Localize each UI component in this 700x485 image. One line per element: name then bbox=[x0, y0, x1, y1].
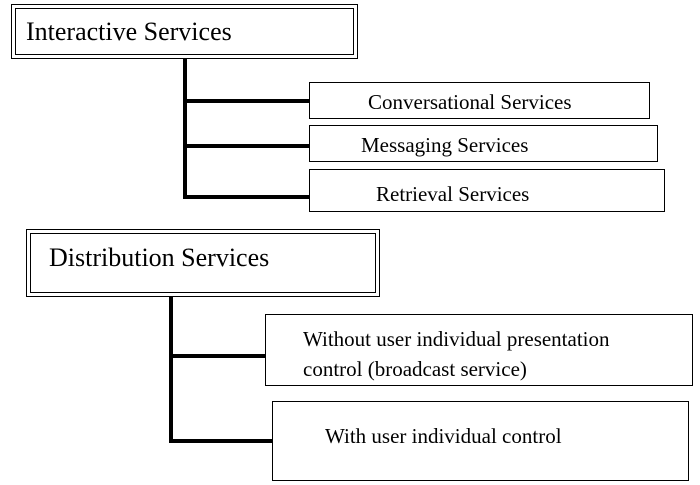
messaging-services-label: Messaging Services bbox=[361, 133, 529, 157]
distribution-services-title: Distribution Services bbox=[49, 243, 270, 272]
interactive-trunk-line bbox=[183, 59, 187, 199]
connector-broadcast bbox=[169, 354, 266, 358]
conversational-services-box: Conversational Services bbox=[309, 82, 650, 119]
individual-control-label: With user individual control bbox=[325, 424, 562, 448]
connector-individual-control bbox=[169, 439, 273, 443]
broadcast-service-box: Without user individual presentation con… bbox=[265, 314, 693, 386]
interactive-services-box: Interactive Services bbox=[11, 4, 358, 59]
distribution-services-box: Distribution Services bbox=[26, 229, 380, 297]
retrieval-services-box: Retrieval Services bbox=[309, 169, 665, 212]
conversational-services-label: Conversational Services bbox=[368, 90, 572, 114]
distribution-trunk-line bbox=[169, 297, 173, 443]
connector-retrieval bbox=[183, 195, 310, 199]
retrieval-services-label: Retrieval Services bbox=[376, 182, 530, 206]
messaging-services-box: Messaging Services bbox=[309, 125, 658, 162]
connector-messaging bbox=[183, 144, 310, 148]
individual-control-box: With user individual control bbox=[272, 401, 689, 481]
broadcast-service-label-line1: Without user individual presentation bbox=[303, 327, 610, 351]
interactive-services-title: Interactive Services bbox=[26, 17, 232, 46]
connector-conversational bbox=[183, 99, 310, 103]
broadcast-service-label-line2: control (broadcast service) bbox=[303, 357, 527, 381]
